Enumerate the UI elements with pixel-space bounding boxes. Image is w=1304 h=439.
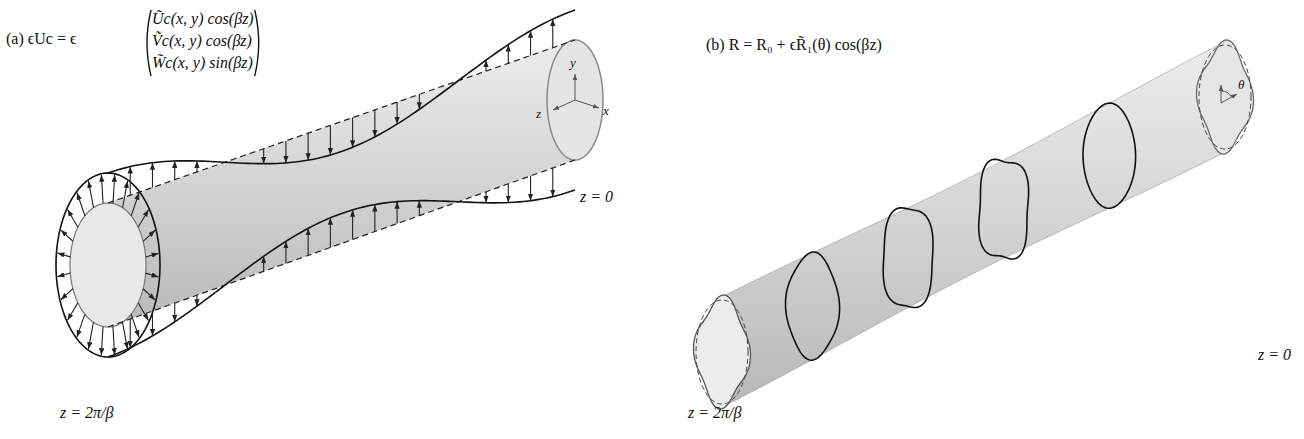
undeformed-circle (1199, 45, 1251, 149)
axis-label: θ (1238, 78, 1244, 93)
velocity-arrow (196, 161, 197, 172)
velocity-arrow (152, 163, 153, 188)
velocity-arrow (146, 273, 159, 277)
velocity-arrow (552, 168, 553, 197)
position-label: z = 0 (580, 188, 613, 206)
inlet-profile (56, 173, 160, 357)
velocity-arrow (397, 102, 398, 124)
velocity-arrow (89, 181, 94, 208)
velocity-arrow (77, 314, 85, 337)
velocity-arrow (374, 205, 375, 232)
velocity-arrow (419, 201, 420, 216)
velocity-arrow (285, 241, 286, 263)
vector-bracket (147, 10, 151, 76)
velocity-arrow (330, 125, 331, 155)
axis-arrow (575, 74, 576, 100)
velocity-arrow (374, 110, 375, 137)
velocity-profile (108, 190, 575, 357)
axis-arrow (553, 100, 575, 110)
vector-component: W̃c(x, y) sin(βz) (152, 54, 253, 72)
velocity-arrow (263, 256, 264, 271)
velocity-arrow (101, 175, 103, 204)
velocity-arrow (263, 149, 264, 164)
vector-component: Ṽc(x, y) cos(βz) (152, 32, 252, 50)
velocity-arrow (88, 322, 93, 349)
velocity-arrow (57, 273, 70, 277)
velocity-arrow (138, 303, 148, 321)
velocity-arrow (113, 175, 115, 204)
velocity-arrow (352, 118, 353, 148)
velocity-profile (108, 10, 575, 173)
axis-arrow (1221, 94, 1237, 103)
cross-section (785, 252, 839, 360)
velocity-arrow (330, 218, 331, 248)
velocity-arrow (397, 202, 398, 224)
pipe-inlet-face (693, 295, 750, 409)
velocity-arrow (57, 253, 70, 257)
velocity-arrow (68, 303, 78, 321)
velocity-arrow (143, 289, 155, 300)
position-label: z = 0 (1258, 346, 1291, 364)
velocity-arrow (143, 230, 155, 241)
velocity-arrow (552, 19, 553, 48)
pipe-end-face (1196, 40, 1253, 154)
undeformed-circle (696, 300, 748, 404)
cross-section (979, 159, 1029, 259)
velocity-arrow (508, 45, 509, 64)
panel-formula: (a) ϵUc = ϵ (6, 30, 76, 48)
velocity-arrow (530, 176, 531, 201)
velocity-arrow (123, 322, 128, 349)
velocity-arrow (152, 311, 153, 336)
velocity-arrow (308, 228, 309, 255)
axis-arrow (575, 100, 599, 108)
velocity-arrow (123, 181, 128, 208)
panel-formula: (b) R = R₀ + ϵR̃₁(θ) cos(βz) (706, 36, 882, 54)
angle-arc (1221, 91, 1232, 97)
velocity-arrow (131, 193, 139, 216)
velocity-arrow (146, 253, 159, 257)
axis-label: y (570, 56, 576, 71)
velocity-arrow (485, 192, 486, 203)
position-label: z = 2π/β (688, 404, 741, 422)
cross-section (883, 208, 933, 308)
base-radius-dashed (108, 40, 575, 203)
pipe-body (722, 42, 1225, 407)
velocity-arrow (419, 94, 420, 109)
base-radius-dashed (108, 160, 575, 327)
velocity-arrow (508, 184, 509, 203)
velocity-arrow (285, 141, 286, 163)
velocity-arrow (130, 319, 131, 348)
pipe-body (108, 40, 575, 327)
velocity-arrow (308, 133, 309, 160)
velocity-arrow (530, 31, 531, 56)
velocity-arrow (196, 295, 197, 306)
vector-component: Ũc(x, y) cos(βz) (152, 10, 254, 28)
velocity-arrow (101, 326, 103, 355)
pipe-end-face (547, 40, 603, 160)
velocity-arrow (352, 210, 353, 240)
velocity-arrow (138, 210, 148, 228)
pipe-inlet-face (70, 203, 146, 327)
velocity-arrow (131, 314, 139, 337)
velocity-arrow (113, 326, 115, 355)
position-label: z = 2π/β (60, 404, 113, 422)
velocity-arrow (485, 60, 486, 71)
velocity-arrow (130, 167, 131, 196)
vector-bracket (255, 10, 259, 76)
velocity-arrow (174, 303, 175, 322)
axis-label: x (603, 104, 609, 119)
cross-section (1083, 103, 1136, 208)
axis-arrow (1221, 85, 1222, 103)
velocity-arrow (61, 230, 73, 241)
velocity-arrow (174, 161, 175, 180)
velocity-arrow (77, 193, 85, 216)
axis-label: z (536, 107, 541, 122)
velocity-arrow (68, 210, 78, 228)
velocity-arrow (61, 289, 73, 300)
